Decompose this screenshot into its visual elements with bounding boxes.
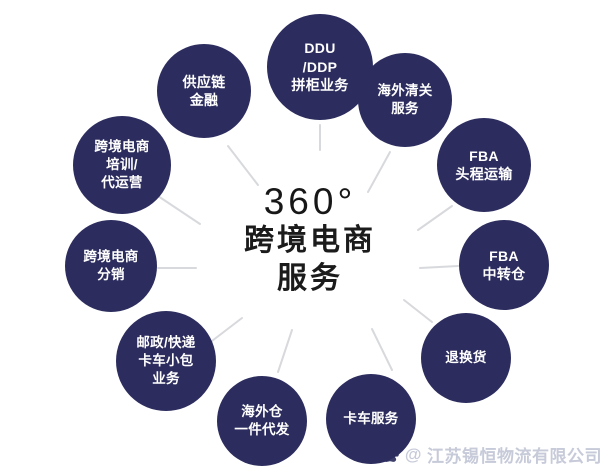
service-node-cross-border-distribution[interactable]: 跨境电商 分销	[65, 220, 157, 312]
watermark-text: 江苏锡恒物流有限公司	[427, 447, 602, 466]
service-node-label: 退换货	[445, 350, 487, 366]
service-node-ddu-ddp[interactable]: DDU /DDP 拼柜业务	[267, 14, 373, 120]
spoke-fba-transit-warehouse	[419, 265, 459, 269]
spoke-post-express	[207, 317, 243, 345]
service-node-overseas-warehouse-dropship[interactable]: 海外仓 一件代发	[217, 376, 307, 466]
center-title-line2: 服务	[277, 261, 343, 295]
watermark-at-symbol: @	[404, 444, 422, 464]
service-node-label: 卡车服务	[343, 411, 399, 427]
service-node-label: 跨境电商 分销	[83, 249, 139, 282]
service-node-truck-service[interactable]: 卡车服务	[326, 374, 416, 464]
service-node-post-express-truck-parcel[interactable]: 邮政/快递 卡车小包 业务	[116, 311, 216, 411]
service-node-label: FBA 中转仓	[482, 247, 526, 282]
center-degree-label: 360°	[263, 180, 357, 222]
spoke-truck-service	[371, 328, 393, 371]
watermark: @ 江苏锡恒物流有限公司	[381, 442, 602, 467]
service-node-label: 海外仓 一件代发	[234, 404, 290, 437]
service-node-label: DDU /DDP 拼柜业务	[291, 40, 349, 94]
center-hub: 360° 跨境电商 服务	[195, 168, 425, 313]
service-node-fba-transit-warehouse[interactable]: FBA 中转仓	[459, 220, 549, 310]
service-node-fba-first-leg[interactable]: FBA 头程运输	[437, 118, 531, 212]
service-node-label: FBA 头程运输	[455, 147, 513, 182]
baidu-paw-icon	[381, 445, 400, 464]
service-node-supply-chain-finance[interactable]: 供应链 金融	[157, 44, 251, 138]
center-title-line1: 跨境电商	[244, 223, 376, 257]
spoke-overseas-warehouse	[277, 329, 293, 373]
service-node-label: 海外清关 服务	[377, 83, 433, 116]
service-node-label: 跨境电商 培训/ 代运营	[94, 139, 150, 190]
service-node-overseas-customs[interactable]: 海外清关 服务	[358, 53, 452, 147]
service-node-label: 邮政/快递 卡车小包 业务	[136, 335, 196, 386]
service-node-cross-border-training[interactable]: 跨境电商 培训/ 代运营	[73, 116, 171, 214]
spoke-cross-border-training	[157, 195, 201, 225]
service-node-returns-exchanges[interactable]: 退换货	[421, 313, 511, 403]
service-node-label: 供应链 金融	[182, 73, 226, 108]
